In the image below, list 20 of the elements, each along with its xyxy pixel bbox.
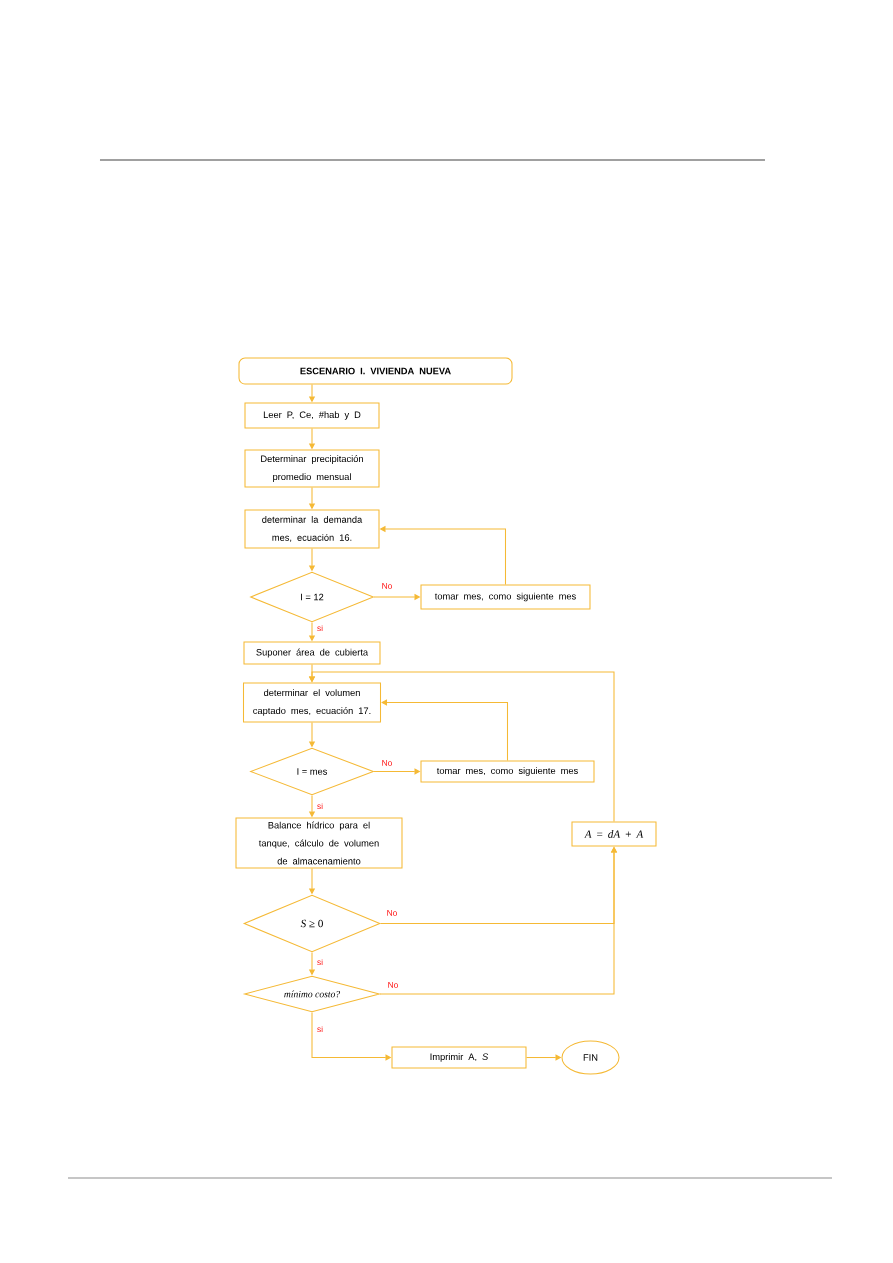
edge-label: si (315, 957, 325, 967)
edge-label: si (315, 1024, 325, 1034)
process-box: tomar mes, como siguiente mes (420, 760, 595, 783)
edge-label: No (385, 908, 399, 918)
process-box: Suponer área de cubierta (243, 641, 381, 665)
edge-label: No (386, 980, 400, 990)
process-box: determinar el volumen captado mes, ecuación 17. (242, 682, 382, 723)
process-box: determinar la demanda mes, ecuación 16. (244, 509, 380, 549)
edge-label: si (315, 623, 325, 633)
edge-label: No (380, 758, 394, 768)
process-box: A = dA + A (571, 821, 657, 847)
arrow (381, 699, 509, 761)
process-box: tomar mes, como siguiente mes (420, 584, 591, 610)
process-box: Balance hídrico para el tanque, cálculo de volumen de almacenamiento (235, 817, 403, 869)
process-box: Determinar precipitación promedio mensual (244, 449, 380, 488)
process-box: Leer P, Ce, #hab y D (244, 402, 380, 429)
edge-label: No (380, 581, 394, 591)
edge-label: si (315, 801, 325, 811)
terminal-box: ESCENARIO I. VIVIENDA NUEVA (238, 357, 513, 385)
process-box: Imprimir A, S (391, 1046, 527, 1069)
